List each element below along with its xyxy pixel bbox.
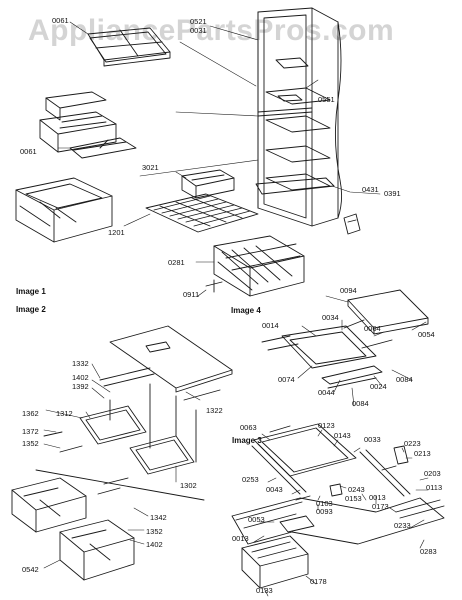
part-label[interactable]: 0061 — [52, 16, 69, 25]
part-label[interactable]: 0044 — [318, 388, 335, 397]
crisper-pan-set — [39, 91, 137, 159]
part-label[interactable]: 1312 — [56, 409, 73, 418]
part-label[interactable]: 1372 — [22, 427, 39, 436]
part-label[interactable]: 0093 — [316, 507, 333, 516]
part-label[interactable]: 0014 — [262, 321, 279, 330]
section-title-image2: Image 2 — [16, 305, 46, 314]
part-label[interactable]: 0113 — [426, 483, 443, 492]
part-label[interactable]: 0031 — [190, 26, 207, 35]
part-label[interactable]: 0521 — [190, 17, 207, 26]
part-label[interactable]: 0178 — [310, 577, 327, 586]
freezer-drawer-assembly — [231, 423, 445, 589]
part-label[interactable]: 0064 — [364, 324, 381, 333]
bracket-0911 — [205, 279, 223, 293]
part-label[interactable]: 0053 — [248, 515, 265, 524]
leader-lines-image3 — [253, 429, 429, 597]
part-label[interactable]: 1362 — [22, 409, 39, 418]
crisper-assembly-image2 — [11, 325, 233, 581]
part-label[interactable]: 0084 — [396, 375, 413, 384]
part-label[interactable]: 1302 — [180, 481, 197, 490]
part-label[interactable]: 0033 — [364, 435, 381, 444]
part-label[interactable]: 0013 — [232, 534, 249, 543]
part-label[interactable]: 0123 — [318, 421, 335, 430]
part-label[interactable]: 0061 — [20, 147, 37, 156]
part-label[interactable]: 1402 — [72, 373, 89, 382]
part-label[interactable]: 1352 — [22, 439, 39, 448]
part-label[interactable]: 1201 — [108, 228, 125, 237]
part-label[interactable]: 0034 — [322, 313, 339, 322]
part-label[interactable]: 0233 — [394, 521, 411, 530]
part-label[interactable]: 0283 — [420, 547, 437, 556]
part-label[interactable]: 0074 — [278, 375, 295, 384]
part-label[interactable]: 1352 — [146, 527, 163, 536]
leader-lines-image2 — [43, 363, 201, 569]
meat-keeper — [181, 169, 235, 199]
part-label[interactable]: 0153 — [345, 494, 362, 503]
part-label[interactable]: 1342 — [150, 513, 167, 522]
part-label[interactable]: 0133 — [256, 586, 273, 595]
part-label[interactable]: 0013 — [369, 493, 386, 502]
part-label[interactable]: 0173 — [372, 502, 389, 511]
part-label[interactable]: 0391 — [384, 189, 401, 198]
section-title-image4: Image 4 — [231, 306, 261, 315]
part-label[interactable]: 0253 — [242, 475, 259, 484]
section-title-image3: Image 3 — [232, 436, 262, 445]
part-label[interactable]: 1332 — [72, 359, 89, 368]
part-label[interactable]: 0542 — [22, 565, 39, 574]
part-label[interactable]: 0203 — [424, 469, 441, 478]
part-label[interactable]: 0063 — [240, 423, 257, 432]
part-label[interactable]: 3021 — [142, 163, 159, 172]
part-label[interactable]: 0084 — [352, 399, 369, 408]
freezer-basket — [213, 235, 305, 297]
wire-shelf — [145, 193, 259, 233]
part-label[interactable]: 1402 — [146, 540, 163, 549]
part-label[interactable]: 0054 — [418, 330, 435, 339]
crisper-cover-top — [87, 27, 171, 67]
part-label[interactable]: 0043 — [266, 485, 283, 494]
part-label[interactable]: 0911 — [183, 290, 200, 299]
part-label[interactable]: 0024 — [370, 382, 387, 391]
crisper-drawers-large — [15, 177, 113, 243]
part-label[interactable]: 0431 — [362, 185, 379, 194]
part-label[interactable]: 0243 — [348, 485, 365, 494]
part-label[interactable]: 0143 — [334, 431, 351, 440]
part-label[interactable]: 0223 — [404, 439, 421, 448]
leader-lines-image1 — [57, 21, 381, 297]
part-label[interactable]: 1322 — [206, 406, 223, 415]
part-label[interactable]: 0103 — [316, 499, 333, 508]
part-label[interactable]: 0281 — [168, 258, 185, 267]
refrigerator-cabinet — [255, 7, 361, 235]
part-label[interactable]: 0094 — [340, 286, 357, 295]
part-label[interactable]: 0213 — [414, 449, 431, 458]
section-title-image1: Image 1 — [16, 287, 46, 296]
glass-shelf-assembly — [261, 289, 429, 389]
part-label[interactable]: 0551 — [318, 95, 335, 104]
part-label[interactable]: 1392 — [72, 382, 89, 391]
leader-lines-image4 — [297, 295, 427, 407]
